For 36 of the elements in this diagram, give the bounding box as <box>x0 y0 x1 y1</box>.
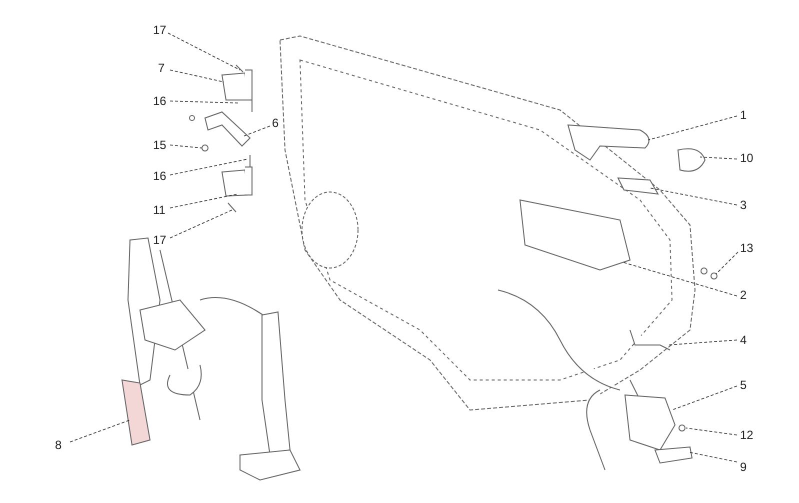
callout-number: 3 <box>740 198 747 212</box>
leader-line <box>700 156 738 160</box>
callout-number: 9 <box>740 460 747 474</box>
callout-number: 8 <box>55 438 62 452</box>
leader-line <box>244 126 270 136</box>
callout-number: 2 <box>740 288 747 302</box>
callout-number: 11 <box>153 203 166 217</box>
callout-number: 7 <box>158 61 165 75</box>
callout-number: 10 <box>740 151 754 165</box>
callout-number: 13 <box>740 241 754 255</box>
callout-number: 1 <box>740 108 747 122</box>
leader-line <box>170 210 232 238</box>
callout-number: 4 <box>740 333 747 347</box>
leader-line <box>668 340 738 346</box>
leader-line <box>688 452 738 462</box>
leader-line <box>168 32 240 70</box>
callout-number: 15 <box>153 138 166 152</box>
leader-line <box>170 158 248 176</box>
leader-line <box>170 70 224 82</box>
callout-number: 17 <box>153 23 166 37</box>
callout-number: 12 <box>740 428 754 442</box>
leader-line <box>70 420 130 442</box>
leader-line <box>716 252 738 274</box>
callout-number: 6 <box>272 116 279 130</box>
leader-line <box>672 386 738 410</box>
leader-line <box>686 428 738 436</box>
callout-number: 16 <box>153 169 166 183</box>
leader-line <box>170 144 202 148</box>
callout-number: 17 <box>153 233 166 247</box>
callout-number: 5 <box>740 378 747 392</box>
leader-line <box>170 100 238 104</box>
leader-line <box>170 194 238 208</box>
leader-line <box>648 116 738 140</box>
leader-line <box>650 188 738 206</box>
leader-line <box>622 262 738 296</box>
callout-number: 16 <box>153 94 166 108</box>
